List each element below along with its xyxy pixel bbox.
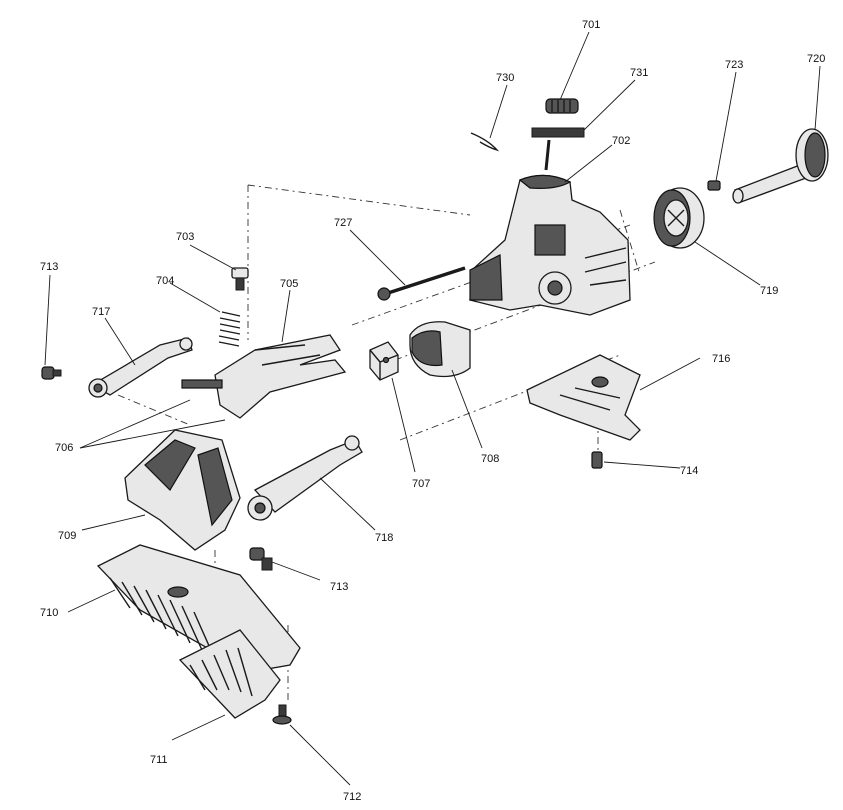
label-723: 723 — [725, 59, 743, 71]
label-705: 705 — [280, 278, 298, 290]
label-719: 719 — [760, 285, 778, 297]
part-709-comb-holder — [124, 429, 241, 551]
part-719-disc — [653, 187, 705, 249]
part-720-shaft — [732, 128, 829, 204]
label-712: 712 — [343, 791, 361, 803]
part-731-threaded-rod — [531, 127, 585, 171]
label-709: 709 — [58, 530, 76, 542]
label-713-top: 713 — [40, 261, 58, 273]
part-713-screw-bottom — [249, 547, 273, 571]
label-703: 703 — [176, 231, 194, 243]
label-718: 718 — [375, 532, 393, 544]
label-710: 710 — [40, 607, 58, 619]
label-720: 720 — [807, 53, 825, 65]
part-702-housing — [469, 174, 631, 316]
label-717: 717 — [92, 306, 110, 318]
part-705-fork-lever — [181, 334, 347, 419]
label-706: 706 — [55, 442, 73, 454]
part-708-cup — [409, 321, 471, 378]
label-713-bottom: 713 — [330, 581, 348, 593]
label-714: 714 — [680, 465, 698, 477]
label-716: 716 — [712, 353, 730, 365]
part-723-screw — [707, 180, 721, 191]
part-714-screw — [591, 451, 603, 469]
label-730: 730 — [496, 72, 514, 84]
part-704-spring — [218, 311, 241, 347]
label-701: 701 — [582, 19, 600, 31]
part-701-knob — [545, 98, 579, 114]
part-718-arm — [247, 435, 363, 521]
label-727: 727 — [334, 217, 352, 229]
part-710-comb — [96, 544, 301, 673]
label-708: 708 — [481, 453, 499, 465]
label-711: 711 — [150, 754, 168, 766]
label-702: 702 — [612, 135, 630, 147]
part-712-screw — [272, 704, 292, 725]
part-703-screw — [231, 267, 249, 291]
label-704: 704 — [156, 275, 174, 287]
part-713-screw-top — [41, 366, 62, 380]
part-730-clip — [470, 132, 500, 152]
part-716-base-plate — [526, 354, 641, 441]
part-717-arm — [88, 337, 193, 398]
label-731: 731 — [630, 67, 648, 79]
leader-lines — [44, 31, 821, 786]
part-727-bolt — [377, 266, 466, 301]
callout-labels: 701 731 702 730 723 720 719 727 703 704 … — [40, 19, 825, 803]
part-707-cube — [369, 341, 399, 381]
part-711-cutter — [178, 629, 281, 719]
label-707: 707 — [412, 478, 430, 490]
